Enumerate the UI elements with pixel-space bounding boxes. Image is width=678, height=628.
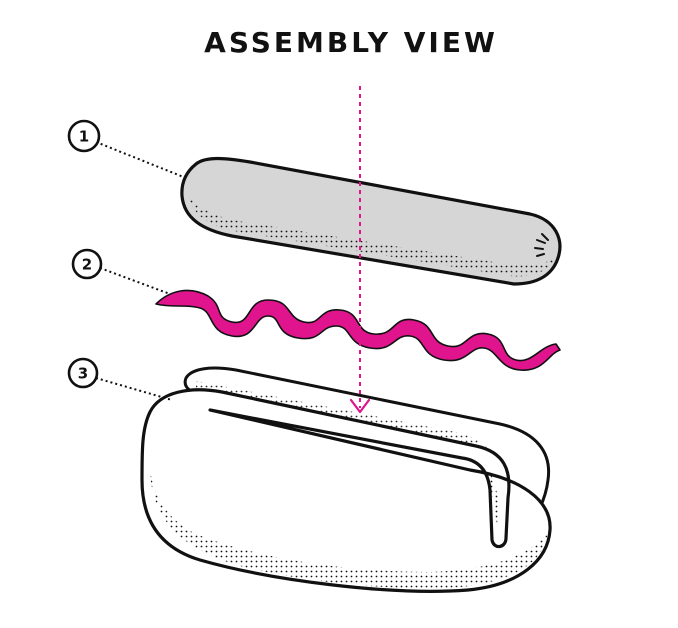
bun [140,366,552,593]
callout-circle-1 [67,119,101,153]
sausage [180,156,562,286]
sausage-body [180,156,562,286]
sausage-end-marks [534,233,549,257]
bun-bottom-shading [150,470,548,589]
callout-1: 1 [67,119,187,179]
leader-line-1 [95,141,187,179]
callout-circle-3 [67,357,99,389]
callout-3: 3 [67,357,173,401]
mustard-squiggle [155,289,561,371]
leader-line-3 [95,377,173,401]
callout-number-3: 3 [78,365,88,383]
assembly-arrow [349,86,371,414]
bun-slit-shading [488,470,500,540]
bun-body [140,388,552,593]
callout-number-2: 2 [82,256,92,274]
leader-line-2 [99,267,171,295]
callout-circle-2 [71,248,103,280]
callout-2: 2 [71,248,171,295]
diagram-title: ASSEMBLY VIEW [204,26,498,59]
callout-number-1: 1 [79,128,89,146]
sausage-shading [188,196,556,277]
